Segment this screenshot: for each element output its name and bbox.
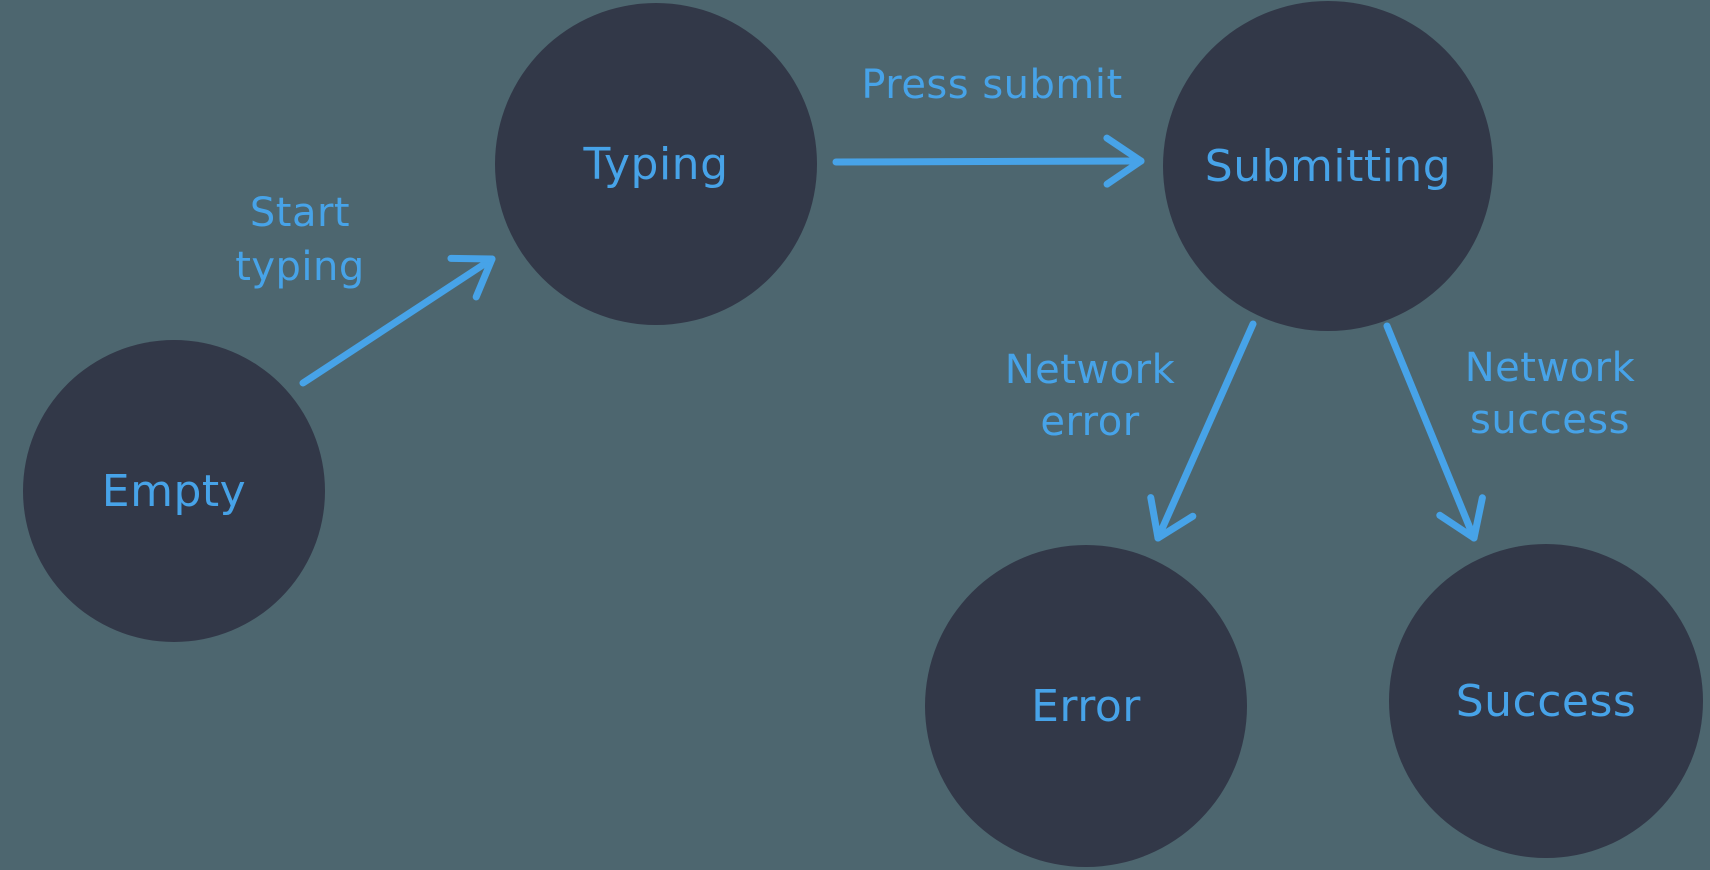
state-node-error: Error [925, 545, 1247, 867]
arrow-typing-to-submitting [832, 134, 1145, 188]
state-label-error: Error [1031, 680, 1141, 732]
edge-label-press-submit: Press submit [861, 62, 1123, 108]
state-node-empty: Empty [23, 340, 325, 642]
edge-label-network-success: Network success [1464, 345, 1636, 443]
edge-label-start-typing: Start typing [235, 190, 365, 290]
state-node-success: Success [1389, 544, 1703, 858]
state-node-submitting: Submitting [1163, 1, 1493, 331]
state-label-empty: Empty [101, 465, 247, 517]
state-label-typing: Typing [583, 138, 729, 190]
edge-label-network-error: Network error [1004, 347, 1176, 445]
state-label-success: Success [1455, 675, 1637, 727]
state-node-typing: Typing [495, 3, 817, 325]
state-label-submitting: Submitting [1204, 140, 1452, 192]
